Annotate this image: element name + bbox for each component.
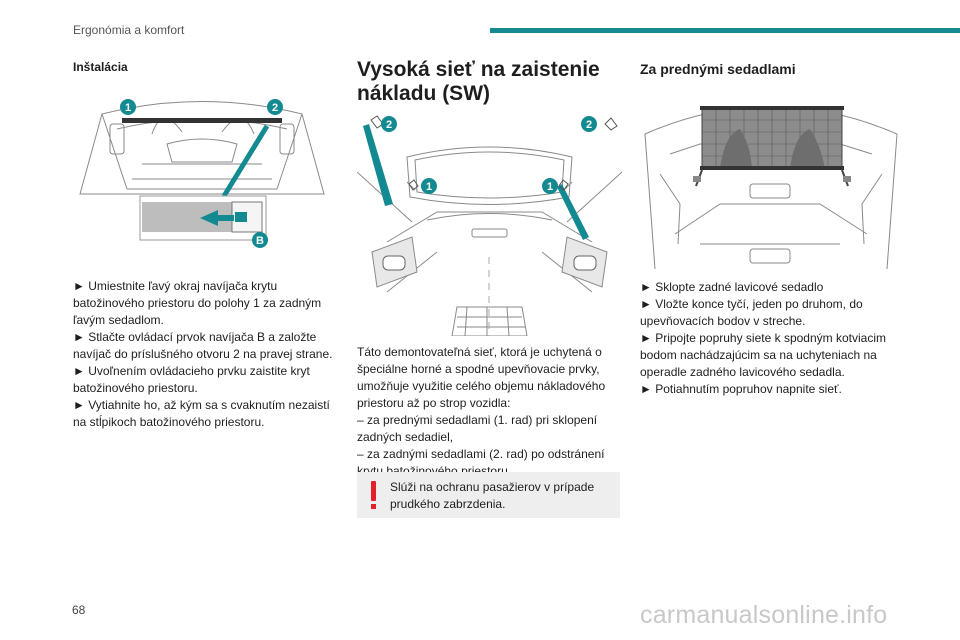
marker-1-label: 1: [125, 102, 131, 114]
warning-text: Slúži na ochranu pasažierov v prípade pr…: [390, 479, 594, 513]
front-seats-heading: Za prednými sedadlami: [640, 61, 796, 77]
text-line: upevňovacích bodov v streche.: [640, 314, 806, 328]
marker-1-left: [421, 178, 437, 194]
text-line: ľavým sedadlom.: [73, 313, 164, 327]
net-heading-line-1: Vysoká sieť na zaistenie: [357, 58, 600, 81]
text-line: – za prednými sedadlami (1. rad) pri skl…: [357, 413, 598, 427]
warning-line: Slúži na ochranu pasažierov v prípade: [390, 480, 595, 494]
warning-icon-dot: [371, 504, 376, 509]
text-line: na stĺpikoch batožinového priestoru.: [73, 415, 265, 429]
marker-2-label: 2: [272, 102, 278, 114]
text-line: bodom nachádzajúcim sa na uchyteniach na: [640, 348, 877, 362]
page-number: 68: [72, 603, 86, 617]
warning-line: prudkého zabrzdenia.: [390, 497, 506, 511]
marker-2-left: [381, 116, 397, 132]
marker-1: [120, 99, 136, 115]
text-line: navíjač do príslušného otvoru 2 na prave…: [73, 347, 333, 361]
text-line: operadle zadného lavicového sedadla.: [640, 365, 845, 379]
installation-heading: Inštalácia: [73, 60, 128, 74]
text-line: špeciálne horné a spodné upevňovacie prv…: [357, 362, 600, 376]
text-line: batožinového priestoru.: [73, 381, 198, 395]
text-line: ► Stlačte ovládací prvok navíjača B a za…: [73, 330, 317, 344]
marker-b-label: B: [256, 235, 264, 247]
text-line: – za zadnými sedadlami (2. rad) po odstr…: [357, 447, 605, 461]
cargo-cover-illustration: 1 2 B: [79, 99, 325, 248]
section-title: Ergonómia a komfort: [73, 23, 185, 37]
marker-1-left-label: 1: [426, 181, 432, 193]
net-heading: Vysoká sieť na zaistenie nákladu (SW): [357, 58, 600, 106]
warning-box: Slúži na ochranu pasažierov v prípade pr…: [357, 472, 620, 518]
net-heading-line-2: nákladu (SW): [357, 82, 491, 105]
text-line: ► Sklopte zadné lavicové sedadlo: [640, 280, 824, 294]
installation-text: ► Umiestnite ľavý okraj navíjača krytu b…: [73, 278, 343, 431]
text-line: umožňuje využitie celého objemu nákladov…: [357, 379, 606, 393]
marker-2-right-label: 2: [586, 119, 592, 131]
text-line: ► Vložte konce tyčí, jeden po druhom, do: [640, 297, 863, 311]
front-seats-text: ► Sklopte zadné lavicové sedadlo ► Vložt…: [640, 279, 905, 398]
text-line: ► Umiestnite ľavý okraj navíjača krytu: [73, 279, 278, 293]
marker-b: [252, 232, 268, 248]
text-line: priestoru až po strop vozidla:: [357, 396, 511, 410]
marker-1-right-label: 1: [547, 181, 553, 193]
text-line: batožinového priestoru do polohy 1 za za…: [73, 296, 322, 310]
text-line: ► Potiahnutím popruhov napnite sieť.: [640, 382, 842, 396]
marker-2: [267, 99, 283, 115]
text-line: zadných sedadiel,: [357, 430, 454, 444]
push-arrow-icon: [200, 210, 234, 226]
top-anchor-icon: [604, 117, 618, 131]
high-cargo-net-illustration: 2 2 1 1: [357, 115, 622, 336]
text-line: ► Vytiahnite ho, až kým sa s cvaknutím n…: [73, 398, 330, 412]
marker-2-left-label: 2: [386, 119, 392, 131]
marker-2-right: [581, 116, 597, 132]
net-behind-front-seats-illustration: [644, 106, 898, 270]
watermark: carmanualsonline.info: [640, 601, 888, 629]
header-accent-bar: [490, 28, 960, 33]
text-line: ► Uvoľnením ovládacieho prvku zaistite k…: [73, 364, 310, 378]
marker-1-right: [542, 178, 558, 194]
net-description: Táto demontovateľná sieť, ktorá je uchyt…: [357, 344, 622, 480]
top-anchor-icon: [370, 115, 384, 129]
warning-icon: [371, 481, 376, 501]
text-line: Táto demontovateľná sieť, ktorá je uchyt…: [357, 345, 602, 359]
text-line: ► Pripojte popruhy siete k spodným kotvi…: [640, 331, 886, 345]
